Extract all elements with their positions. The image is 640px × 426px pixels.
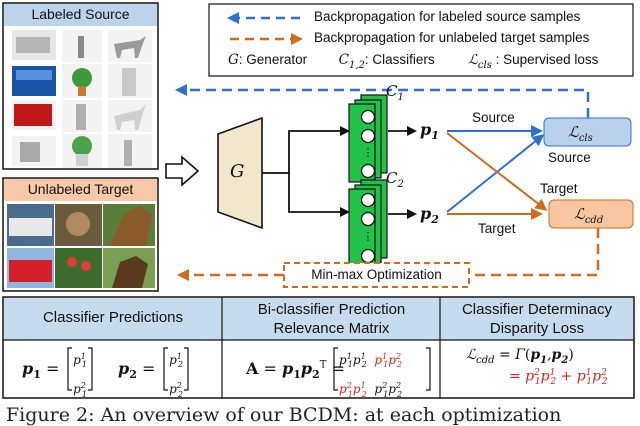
relevance-matrix-brackets [333, 347, 431, 391]
col2-title-line1: Bi-classifier Prediction [257, 301, 406, 318]
unlabeled-target-title: Unlabeled Target [27, 181, 134, 197]
lcls-sub: cls [578, 133, 593, 144]
def-classifier-sub: 1,2 [348, 59, 365, 71]
legend-blue-label: Backpropagation for labeled source sampl… [314, 9, 581, 24]
classifier-c2-block: ⋮ [348, 179, 388, 268]
p1-output: p1 [420, 120, 439, 142]
lcdd-sub: cdd [584, 215, 604, 226]
def-generator-text: : Generator [238, 52, 308, 67]
lcdd-label: ℒcdd [574, 205, 603, 226]
p2-vector-brackets [163, 347, 189, 391]
col2-title-line2: Relevance Matrix [273, 320, 390, 337]
target-backprop-path [469, 228, 600, 277]
p2-eq-sub: 2 [129, 368, 137, 382]
p1-sub: 1 [431, 129, 439, 143]
p2-eq-equals: = [141, 359, 156, 378]
p1-eq-sub: 1 [33, 368, 41, 382]
def-generator-symbol: G [228, 52, 239, 68]
def-loss-sub: cls [477, 59, 492, 71]
generator-label: G [230, 161, 245, 182]
legend-definitions: G: Generator C1,2: Classifiers ℒcls : Su… [228, 52, 598, 71]
col2-title: Bi-classifier Prediction Relevance Matri… [223, 300, 440, 338]
flow-source-upper: Source [472, 110, 515, 125]
p2-to-lcls-arrow [446, 134, 545, 213]
c2-symbol: C [386, 169, 398, 187]
p1-eq-equals: = [45, 359, 60, 378]
p1-vector-entries: p11 p21 [73, 352, 87, 399]
p1-equation-lhs: p1 = [22, 359, 59, 381]
p2-sub: 2 [431, 213, 439, 227]
svg-text:⋮: ⋮ [363, 147, 374, 159]
classifier-c1-block: ⋮ [348, 94, 388, 183]
generator-to-c2-arrow [288, 173, 350, 217]
cdd-equation-line2: = p21p12 + p11p22 [509, 368, 608, 388]
def-classifier-text: : Classifiers [364, 52, 435, 67]
p2-equation-lhs: p2 = [118, 359, 155, 381]
generator-to-c1-arrow [262, 126, 350, 174]
p2-output: p2 [420, 204, 439, 226]
col3-title-line2: Disparity Loss [489, 320, 585, 337]
def-loss-text: : Supervised loss [491, 52, 599, 67]
col3-title: Classifier Determinacy Disparity Loss [441, 300, 633, 338]
lcls-label: ℒcls [568, 123, 593, 144]
lcdd-box [548, 199, 634, 229]
generator-block [217, 116, 263, 230]
p2-vector-entries: p12 p22 [169, 352, 183, 399]
cdd-plus: + [560, 368, 573, 385]
lcls-symbol: ℒ [568, 123, 579, 141]
source-thumbnails [12, 30, 152, 168]
classifier-c2-label: C2 [386, 169, 404, 190]
c2-sub: 2 [397, 179, 404, 190]
lcdd-symbol: ℒ [574, 205, 585, 223]
c1-sub: 1 [397, 92, 404, 103]
target-thumbnails [7, 204, 155, 288]
p2-eq-symbol: p [118, 359, 130, 378]
col1-title: Classifier Predictions [42, 309, 184, 326]
legend-orange-label: Backpropagation for unlabeled target sam… [314, 30, 590, 45]
p1-vector-brackets [67, 347, 93, 391]
svg-text:⋮: ⋮ [363, 231, 374, 243]
flow-target-lower: Target [478, 221, 516, 236]
p1-to-lcdd-arrow [446, 132, 548, 211]
unlabeled-target-header [4, 179, 157, 201]
labeled-source-title: Labeled Source [31, 6, 130, 22]
cdd-gamma: Γ [515, 347, 525, 363]
classifier-c1-label: C1 [386, 82, 404, 103]
figure-caption: Figure 2: An overview of our BCDM: at ea… [6, 404, 562, 426]
bottom-table-header [4, 298, 633, 340]
source-backprop-path [175, 84, 590, 118]
labeled-source-header [4, 4, 157, 26]
col3-title-line1: Classifier Determinacy [461, 301, 613, 318]
p2-symbol: p [420, 204, 432, 223]
flow-target-upper: Target [540, 181, 578, 196]
def-classifier-symbol: C [338, 52, 349, 68]
relevance-equation-lhs: A = p1p2T = [246, 359, 345, 382]
relevance-matrix-entries: p11p12 p11p22 p21p12 p21p22 [339, 352, 403, 399]
matrix-eq-equals: = [263, 359, 277, 378]
input-hollow-arrow [165, 155, 200, 187]
c1-symbol: C [386, 82, 398, 100]
def-loss-symbol: ℒ [468, 52, 478, 68]
cdd-equation-line1: ℒcdd = Γ(p1,p2) [466, 347, 574, 366]
minmax-box [283, 262, 470, 288]
p1-symbol: p [420, 120, 432, 139]
flow-source-lower: Source [548, 150, 591, 165]
minmax-label: Min-max Optimization [311, 267, 442, 282]
matrix-a-symbol: A [246, 359, 259, 378]
p1-eq-symbol: p [22, 359, 34, 378]
